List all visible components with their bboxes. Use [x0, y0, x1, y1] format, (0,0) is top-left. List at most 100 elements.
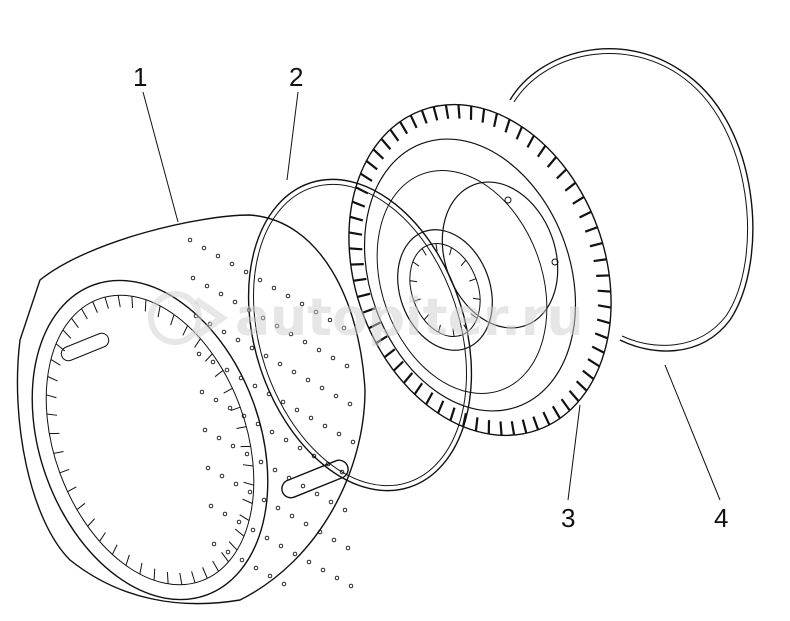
gear-tooth	[399, 121, 409, 135]
spline-tooth	[76, 502, 86, 511]
gear-tooth	[413, 382, 424, 395]
gear-tooth	[575, 380, 588, 392]
perforation-hole	[342, 507, 348, 513]
spline-tooth	[92, 301, 98, 313]
spline-tooth	[46, 394, 57, 399]
gear-tooth	[351, 200, 366, 208]
gear-tooth	[444, 104, 450, 119]
spline-tooth	[157, 305, 161, 318]
gear-tooth	[375, 335, 388, 345]
spline-tooth	[223, 387, 233, 394]
gear-tooth	[357, 292, 371, 298]
spline-tooth	[228, 541, 238, 551]
spline-tooth	[166, 572, 169, 584]
gear-tooth	[589, 242, 603, 248]
inner-spline	[463, 324, 469, 332]
gear-tooth	[372, 148, 385, 160]
perforation-hole	[264, 535, 270, 541]
gear-tooth	[532, 416, 540, 431]
gear-tooth	[349, 215, 364, 222]
spline-tooth	[55, 343, 66, 352]
gear-tooth	[380, 138, 392, 150]
spline-tooth	[50, 358, 61, 366]
gear-tooth	[579, 210, 592, 219]
gear-tooth	[591, 345, 605, 354]
spline-tooth	[202, 567, 208, 579]
spline-tooth	[194, 338, 201, 348]
spline-tooth	[111, 544, 118, 555]
callout-labels: 1 2 3 4	[133, 62, 728, 533]
perforation-hole	[229, 261, 235, 267]
gear-tooth	[359, 172, 373, 182]
spline-tooth	[236, 426, 247, 430]
gear-tooth	[568, 390, 580, 402]
perforation-hole	[292, 551, 298, 557]
perforation-hole	[278, 543, 284, 549]
perforation-hole	[201, 245, 207, 251]
perforation-hole	[272, 467, 278, 473]
gear-tooth	[593, 258, 607, 263]
perforation-hole	[348, 583, 354, 589]
perforation-hole	[334, 575, 340, 581]
perforation-hole	[252, 383, 258, 389]
perforation-hole	[224, 367, 230, 373]
perforation-hole	[260, 315, 266, 321]
spline-tooth	[239, 514, 250, 522]
inner-spline	[435, 243, 438, 252]
perforation-hole	[238, 375, 244, 381]
perforation-hole	[316, 347, 322, 353]
perforation-hole	[215, 253, 221, 259]
perforation-hole	[232, 299, 238, 305]
gear-tooth	[392, 360, 404, 372]
perforation-hole	[225, 549, 231, 555]
perforation-hole	[208, 503, 214, 509]
spline-tooth	[182, 325, 189, 336]
gear-tooth	[420, 109, 428, 124]
perforation-hole	[350, 439, 356, 445]
spline-tooth	[214, 369, 224, 378]
spline-tooth	[242, 464, 254, 467]
gear-tooth	[355, 186, 369, 195]
gear-tooth	[449, 407, 456, 421]
perforation-hole	[345, 545, 351, 551]
spline-tooth	[191, 571, 196, 584]
gear-tooth	[481, 108, 486, 123]
spline-tooth	[67, 486, 77, 493]
gear-tooth	[474, 417, 479, 432]
perforation-hole	[311, 453, 317, 459]
perforation-hole	[328, 499, 334, 505]
gear-tooth	[389, 128, 400, 142]
gear-tooth	[515, 126, 523, 140]
gear-tooth	[362, 307, 376, 314]
gear-tooth	[597, 289, 611, 293]
gear-tooth	[368, 321, 381, 330]
spline-tooth	[125, 554, 130, 566]
perforation-hole	[317, 529, 323, 535]
perforation-hole	[289, 513, 295, 519]
perforation-hole	[196, 351, 202, 357]
perforation-hole	[255, 421, 261, 427]
callout-3: 3	[561, 503, 575, 533]
gear-tooth	[521, 419, 528, 434]
perforation-hole	[250, 527, 256, 533]
perforation-hole	[299, 301, 305, 307]
perforation-hole	[213, 397, 219, 403]
perforation-hole	[297, 445, 303, 451]
gear-tooth	[409, 114, 418, 129]
watermark: autopiter.ru	[148, 288, 584, 348]
perforation-hole	[313, 309, 319, 315]
part-4-retaining-ring	[509, 48, 754, 352]
inner-spline	[460, 259, 467, 267]
spline-tooth	[131, 296, 134, 308]
spline-tooth	[243, 481, 254, 486]
gear-tooth	[504, 119, 511, 133]
spline-tooth	[242, 498, 253, 504]
drum-slot	[281, 459, 349, 499]
gear-tooth	[560, 398, 571, 412]
inner-spline	[452, 328, 455, 337]
spline-tooth	[59, 468, 70, 474]
gear-tooth	[542, 411, 551, 426]
spline-tooth	[221, 552, 229, 563]
perforation-hole	[216, 435, 222, 441]
perforation-hole	[263, 353, 269, 359]
